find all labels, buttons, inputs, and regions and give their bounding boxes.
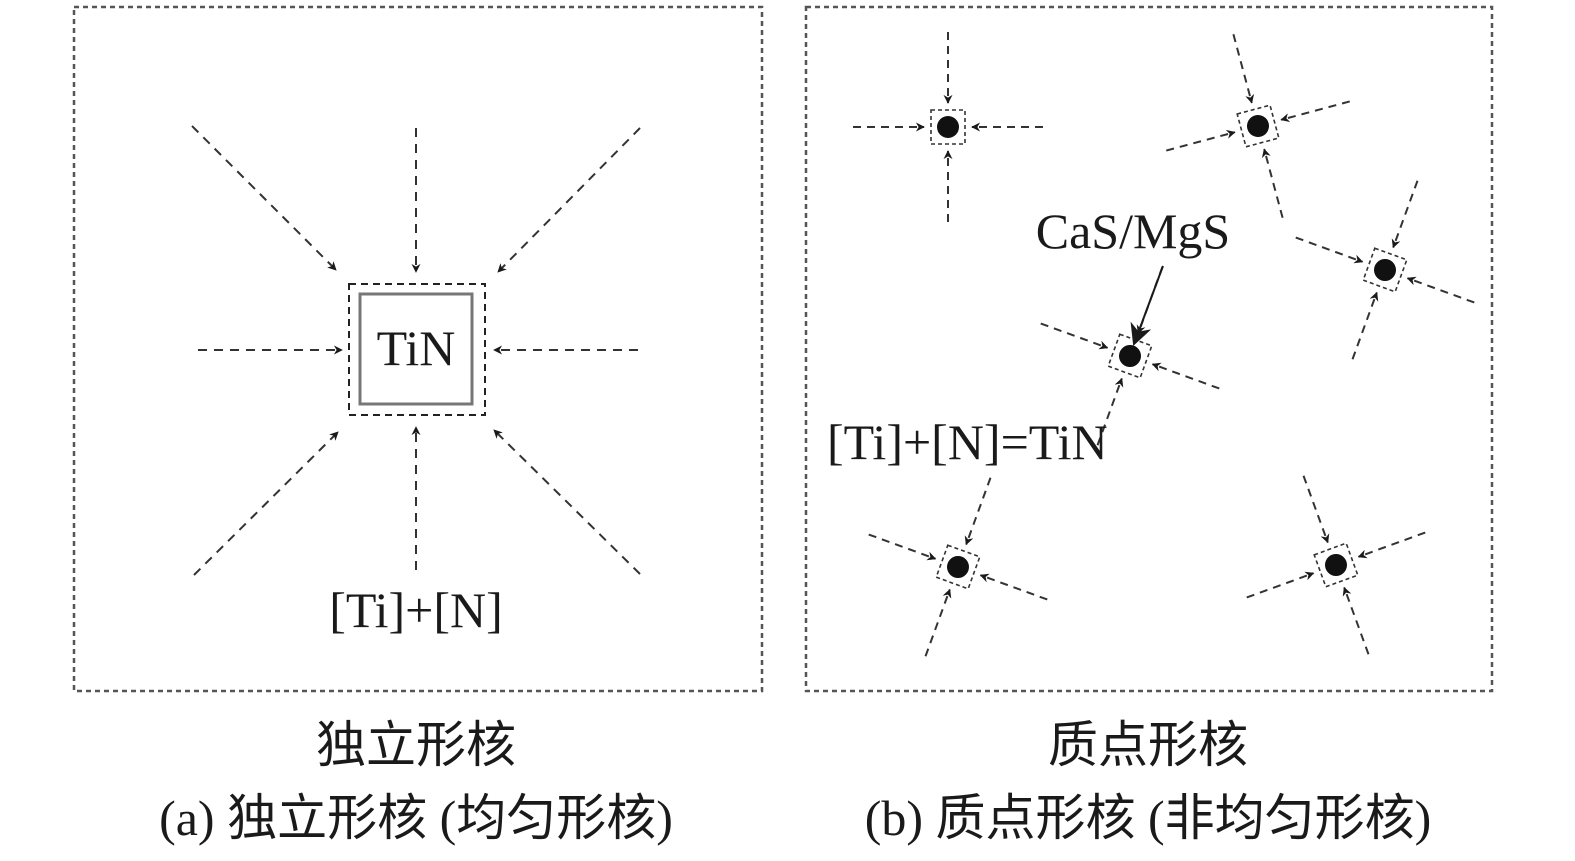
nucleus-site xyxy=(1295,180,1475,360)
panel-b-frame xyxy=(804,5,1494,693)
particle-dot xyxy=(1247,115,1269,137)
panel-a: TiN [Ti]+[N] xyxy=(72,5,764,693)
diffusion-arrow xyxy=(1351,291,1379,360)
panel-a-caption: (a) 独立形核 (均匀形核) xyxy=(159,790,673,846)
diffusion-arrow xyxy=(1246,571,1315,599)
panel-a-diffusion-arrows xyxy=(191,125,641,576)
nucleus-site xyxy=(1165,33,1351,219)
tin-nucleus-box xyxy=(358,292,474,406)
panel-b-nuclei xyxy=(853,32,1475,657)
diffusion-arrow xyxy=(191,125,337,271)
diffusion-arrow xyxy=(979,573,1048,601)
nucleus-site xyxy=(1246,475,1426,655)
diffusion-arrow xyxy=(1165,129,1236,152)
particle-dot xyxy=(1325,554,1347,576)
diffusion-arrow xyxy=(964,477,992,546)
diffusion-arrow xyxy=(493,429,641,575)
particle-pointer-arrow xyxy=(1130,265,1164,347)
diffusion-arrow xyxy=(1096,377,1124,446)
diffusion-arrow xyxy=(1406,276,1475,304)
nucleus-site xyxy=(868,477,1048,657)
diffusion-arrow xyxy=(1280,100,1351,123)
diffusion-arrow xyxy=(1391,180,1419,249)
reactants-label: [Ti]+[N] xyxy=(329,582,503,638)
particle-dot xyxy=(1119,345,1141,367)
nucleus-boundary xyxy=(1236,104,1280,148)
diffusion-arrow xyxy=(924,588,952,657)
panel-a-frame xyxy=(72,5,764,693)
tin-label: TiN xyxy=(377,320,456,376)
particle-label: CaS/MgS xyxy=(1036,203,1231,259)
particle-dot xyxy=(1374,259,1396,281)
tin-nucleus-boundary xyxy=(348,283,486,416)
particle-dot xyxy=(937,116,959,138)
diffusion-arrow xyxy=(497,127,641,273)
panel-b: CaS/MgS [Ti]+[N]=TiN xyxy=(804,5,1494,693)
reaction-label: [Ti]+[N]=TiN xyxy=(827,414,1108,470)
diffusion-arrow xyxy=(1151,362,1220,390)
diffusion-arrow xyxy=(193,431,339,576)
diffusion-arrow xyxy=(1302,475,1330,544)
particle-dot xyxy=(947,556,969,578)
panel-b-title: 质点形核 xyxy=(1048,717,1248,773)
diffusion-arrow xyxy=(1295,236,1364,264)
panel-b-caption: (b) 质点形核 (非均匀形核) xyxy=(865,790,1432,846)
panel-a-title: 独立形核 xyxy=(316,717,516,773)
diffusion-arrow xyxy=(1232,33,1255,104)
diffusion-arrow xyxy=(1261,148,1284,219)
nucleus-boundary xyxy=(1362,247,1408,293)
diffusion-arrow xyxy=(1357,531,1426,559)
diffusion-arrow xyxy=(1342,586,1370,655)
nucleus-boundary xyxy=(930,109,966,145)
diffusion-arrow xyxy=(1040,322,1109,350)
diffusion-arrow xyxy=(868,533,937,561)
nucleus-site xyxy=(853,32,1043,222)
